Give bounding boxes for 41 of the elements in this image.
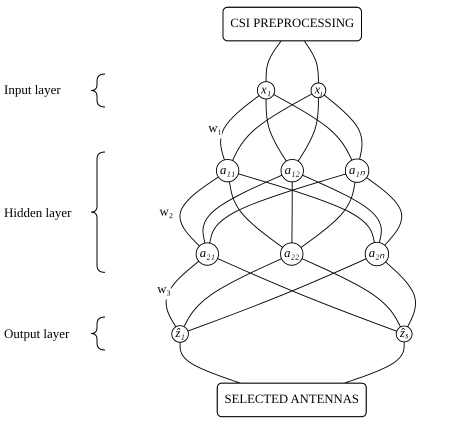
node-circle: [256, 81, 275, 100]
connector: [179, 342, 242, 384]
connector: [216, 258, 397, 332]
edge-label: w₁: [208, 122, 222, 136]
connector: [301, 258, 401, 328]
connector: [202, 174, 282, 244]
layer-label: Input layer: [4, 82, 61, 98]
connector: [272, 94, 352, 161]
node-circle: [364, 242, 389, 266]
connector: [165, 260, 199, 328]
node-circle: [310, 82, 326, 98]
node-circle: [216, 158, 239, 182]
connector: [208, 174, 346, 244]
network-diagram: w₁ w₂ w₃ CSI PREPROCESSING x₁ xⱼ a₁₁ a₁₂ a₁ₙ a₂₁ a₂₂ a₂ₙ ẑ₁ ẑₛ SELECTED ANTENNAS: [150, 0, 422, 424]
connector: [265, 98, 286, 162]
layer-label: Hidden layer: [4, 204, 72, 221]
connector: [323, 94, 362, 160]
connector: [183, 258, 282, 328]
node-circle: [170, 325, 188, 343]
connector: [366, 177, 402, 246]
node-circle: [395, 326, 412, 342]
node-circle: [195, 242, 219, 266]
node-circle: [280, 242, 304, 266]
connector: [228, 181, 283, 248]
node-circle: [344, 158, 369, 183]
connector: [238, 173, 374, 244]
connector: [297, 97, 318, 162]
connector: [187, 258, 366, 332]
connector: [302, 174, 382, 244]
connector: [291, 181, 292, 244]
layer-label: Output layer: [4, 326, 70, 342]
connector: [232, 93, 312, 162]
connector: [300, 182, 356, 248]
connector: [384, 261, 416, 328]
connector: [265, 40, 281, 82]
connector: [304, 40, 318, 84]
connector: [179, 176, 218, 246]
edge-label: w₂: [159, 206, 173, 220]
node-circle: [280, 158, 304, 182]
edge-label: w₃: [156, 283, 170, 297]
connector: [220, 95, 260, 160]
